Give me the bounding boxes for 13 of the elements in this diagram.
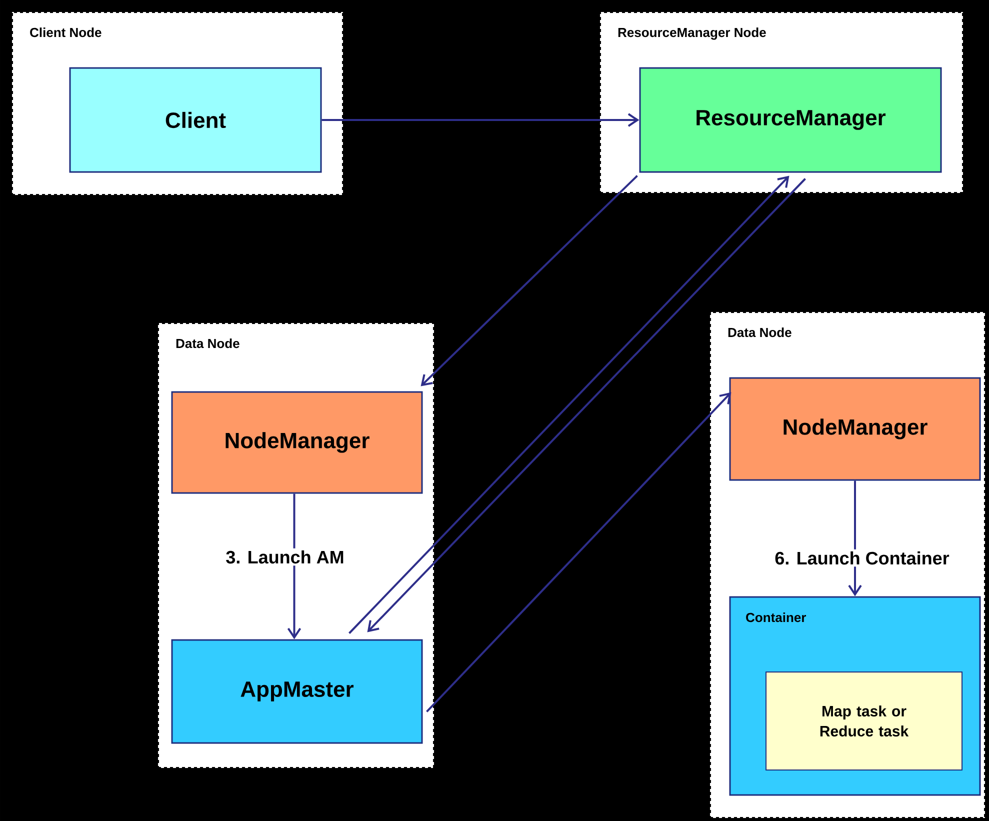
- process-box: NodeManager: [171, 391, 423, 494]
- process-box: ResourceManager: [639, 67, 942, 173]
- arrow: [322, 113, 640, 127]
- edge-label: 3. Launch AM: [224, 548, 346, 566]
- edge-label: 6. Launch Container: [772, 549, 952, 567]
- arrow: [287, 494, 302, 640]
- process-box: Client: [69, 67, 322, 173]
- process-box: NodeManager: [729, 377, 981, 481]
- arrow: [420, 175, 638, 386]
- arrow: [426, 392, 732, 712]
- process-box: AppMaster: [171, 639, 423, 744]
- task-box: Map task or Reduce task: [766, 672, 962, 770]
- arrow: [848, 480, 862, 596]
